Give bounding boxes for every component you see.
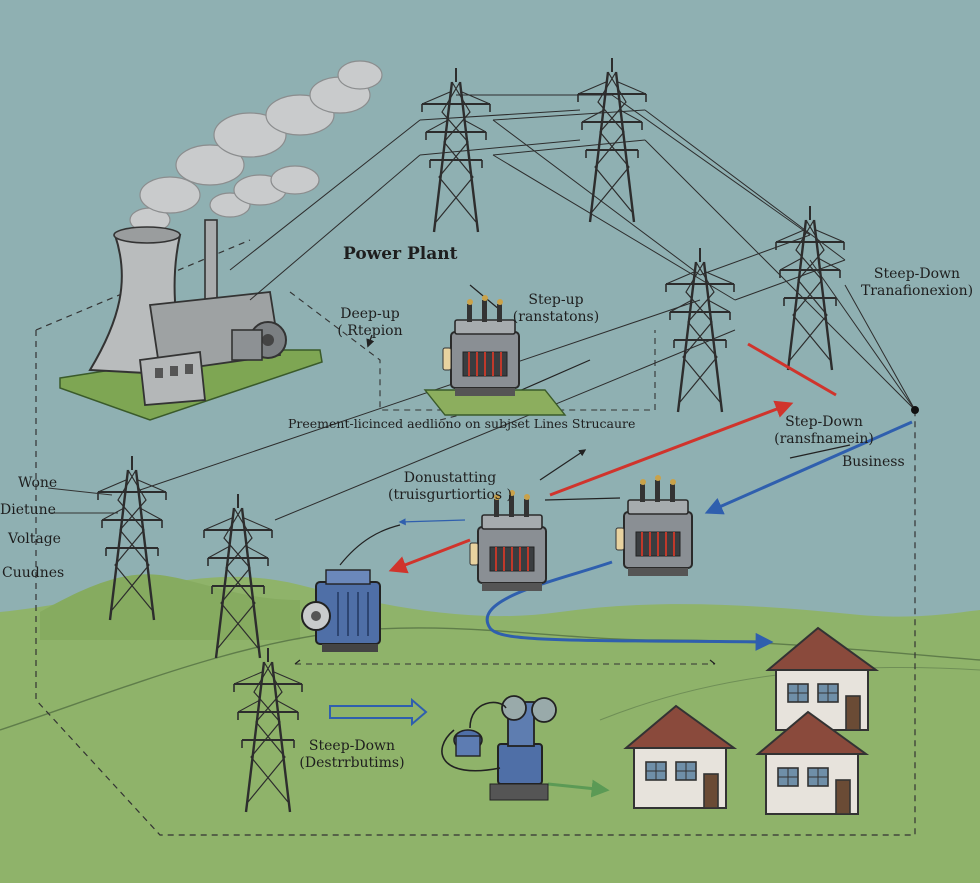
distributing-line2: (truisgurtiortios ): [388, 487, 512, 503]
ground-ridge-2: [599, 666, 980, 721]
distrib-pointer-2: [544, 497, 621, 501]
low-voltage-arrow: [704, 420, 913, 515]
legend-leaders: [47, 487, 118, 514]
legend-item-voltage: Voltage: [8, 531, 61, 547]
generator-housing: [231, 329, 263, 361]
high-voltage-arrow: [549, 400, 794, 497]
high-voltage-arrow: [747, 342, 837, 397]
step-down-top-line2: Tranafionexion): [860, 283, 974, 299]
power-plant-label: Power Plant: [343, 244, 458, 264]
deep-up-label: Deep-up ( Rtepion: [334, 306, 406, 340]
step-down-mid-label: Step-Down (ransfnamein): [768, 414, 880, 448]
distrib-pointer-3: [398, 518, 466, 526]
step-down-mid-line2: (ransfnamein): [774, 431, 874, 447]
transmission-note: Preement-licinced aedliono on subjset Li…: [288, 416, 636, 431]
distribution-arrow: [547, 779, 610, 798]
low-voltage-arrow: [485, 560, 774, 651]
ground: [0, 576, 980, 883]
step-down-mid-line1: Step-Down: [785, 414, 863, 430]
deep-up-pointer: [366, 334, 375, 348]
hill: [40, 574, 300, 640]
business-label: Business: [842, 454, 905, 470]
plant-windows: [155, 364, 193, 378]
legend-item-cuudnes: Cuudnes: [2, 565, 65, 581]
smoke-icon: [129, 60, 383, 233]
junction-dot: [911, 406, 919, 414]
distribution-pump-transformer: [441, 695, 557, 801]
legend-item-wone: Wone: [18, 475, 58, 491]
step-down-top-line1: Steep-Down: [873, 266, 961, 282]
step-down-bottom-label: Steep-Down (Destrrbutims): [296, 738, 408, 772]
step-up-line1: Step-up: [528, 292, 584, 308]
distrib-pointer: [539, 449, 587, 481]
left-substation-transformer: [301, 569, 381, 652]
plant-building-front: [139, 350, 206, 406]
step-down-bottom-line1: Steep-Down: [308, 738, 396, 754]
distributing-line1: Donustatting: [403, 470, 497, 486]
distributing-label: Donustatting (truisgurtiortios ): [380, 470, 520, 504]
step-up-transformer: [423, 294, 567, 416]
generator-hub: [262, 334, 274, 346]
high-voltage-arrow: [388, 538, 471, 574]
dotted-arrow: [294, 659, 716, 665]
cooling-tower-rim: [113, 226, 181, 244]
legend-item-dietune: Dietune: [0, 502, 56, 518]
distribution-hollow-arrow: [329, 697, 428, 727]
step-down-top-label: Steep-Down Tranafionexion): [858, 266, 976, 300]
step-down-bottom-line2: (Destrrbutims): [299, 755, 405, 771]
region-boundary: [35, 239, 916, 836]
left-substation-pointer: [339, 524, 401, 566]
step-up-label: Step-up (ranstatons): [508, 292, 604, 326]
deep-up-line1: Deep-up: [340, 306, 400, 322]
deep-up-line2: ( Rtepion: [337, 323, 403, 339]
business-pointer: [789, 444, 851, 459]
step-up-line2: (ranstatons): [512, 309, 600, 325]
note-pointer: [509, 359, 591, 396]
